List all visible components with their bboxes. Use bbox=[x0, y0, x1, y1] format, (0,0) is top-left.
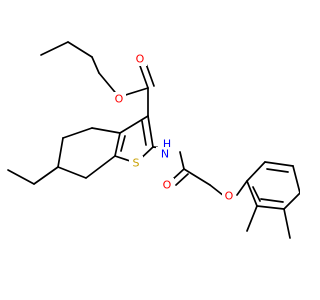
bond bbox=[85, 155, 116, 179]
bond bbox=[40, 41, 69, 56]
amide-oxygen: O bbox=[163, 179, 172, 192]
bond bbox=[7, 169, 35, 185]
bond bbox=[91, 56, 100, 74]
bond bbox=[179, 151, 185, 170]
atom-labels: O O H N O O S bbox=[112, 52, 236, 203]
bond bbox=[292, 165, 300, 194]
bond bbox=[57, 166, 87, 179]
ester-ether-oxygen: O bbox=[115, 93, 124, 106]
bond bbox=[141, 120, 147, 146]
bond bbox=[62, 127, 93, 139]
bond bbox=[246, 180, 258, 207]
bond-lines bbox=[7, 41, 300, 239]
bond bbox=[236, 180, 248, 196]
bond bbox=[283, 192, 300, 210]
amide-nitrogen: N bbox=[161, 148, 169, 161]
bond bbox=[119, 115, 149, 134]
aryl-ether-oxygen: O bbox=[222, 189, 236, 203]
bond bbox=[252, 186, 261, 202]
bond bbox=[283, 208, 291, 239]
amide-nitrogen-hydrogen: H N bbox=[156, 136, 176, 161]
bond bbox=[246, 161, 266, 182]
ester-carbonyl-oxygen: O bbox=[133, 52, 147, 66]
bond bbox=[57, 137, 64, 168]
bond bbox=[266, 168, 289, 173]
ester-ether-oxygen: O bbox=[112, 92, 126, 106]
thiophene-sulfur: S bbox=[129, 156, 143, 170]
bond bbox=[264, 161, 294, 167]
ester-carbonyl-oxygen: O bbox=[136, 53, 145, 66]
bond bbox=[209, 184, 225, 197]
bond bbox=[147, 115, 154, 148]
aryl-ether-oxygen: O bbox=[225, 190, 234, 203]
amide-oxygen: O bbox=[160, 178, 174, 192]
bond bbox=[138, 62, 149, 89]
bond bbox=[246, 205, 258, 232]
amide-hydrogen: H bbox=[163, 138, 171, 151]
bond bbox=[175, 173, 189, 186]
bond bbox=[260, 198, 284, 203]
bond bbox=[183, 168, 211, 186]
thiophene-sulfur: S bbox=[133, 157, 140, 170]
bond bbox=[91, 127, 121, 134]
bond bbox=[33, 166, 59, 185]
bond bbox=[120, 135, 126, 152]
bond bbox=[114, 132, 121, 157]
molecule-structure-drawing: O O H N O O S bbox=[7, 41, 300, 239]
bond bbox=[256, 205, 285, 210]
bond bbox=[67, 41, 93, 58]
